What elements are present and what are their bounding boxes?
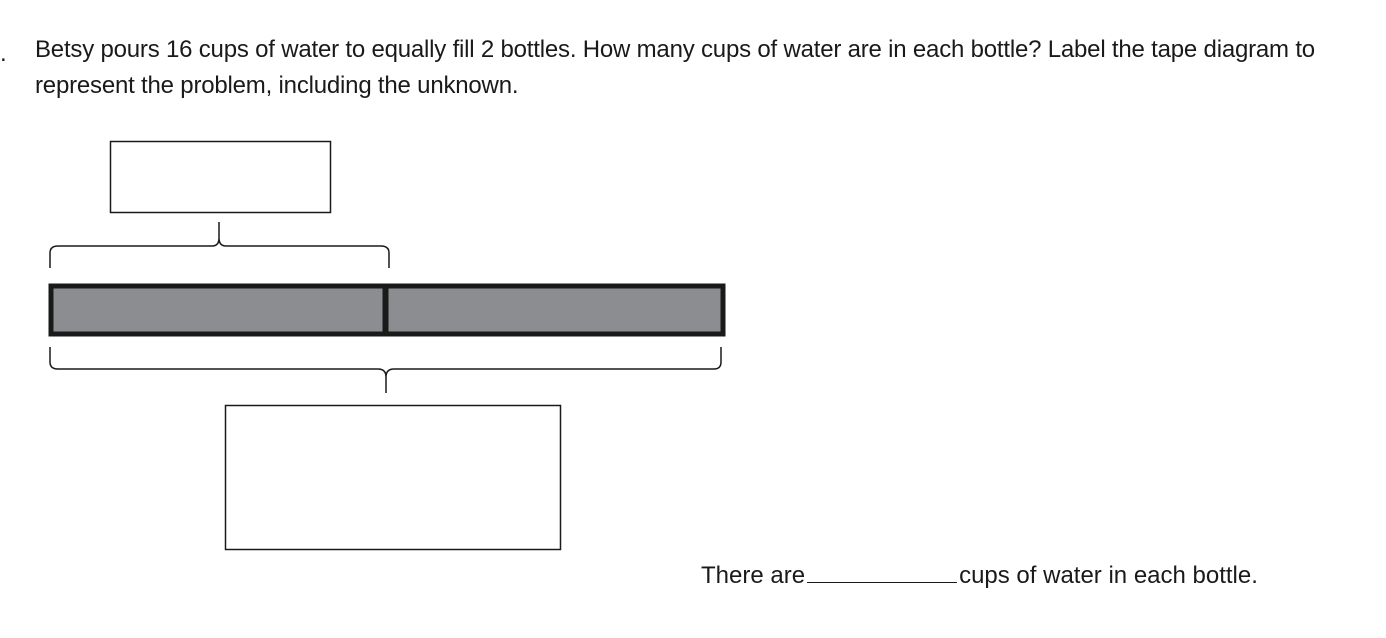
answer-blank[interactable] — [807, 556, 958, 583]
part-label-box[interactable] — [109, 140, 332, 214]
problem-number: . — [0, 40, 7, 67]
answer-sentence: There are cups of water in each bottle. — [701, 556, 1258, 594]
part-brace — [49, 222, 390, 268]
total-label-box[interactable] — [224, 404, 562, 551]
tape-unit-1 — [48, 283, 388, 337]
question-text: Betsy pours 16 cups of water to equally … — [35, 36, 1315, 99]
tape-unit-2 — [383, 283, 726, 337]
total-brace — [49, 347, 722, 393]
answer-prefix: There are — [701, 562, 806, 589]
answer-suffix: cups of water in each bottle. — [959, 562, 1258, 589]
